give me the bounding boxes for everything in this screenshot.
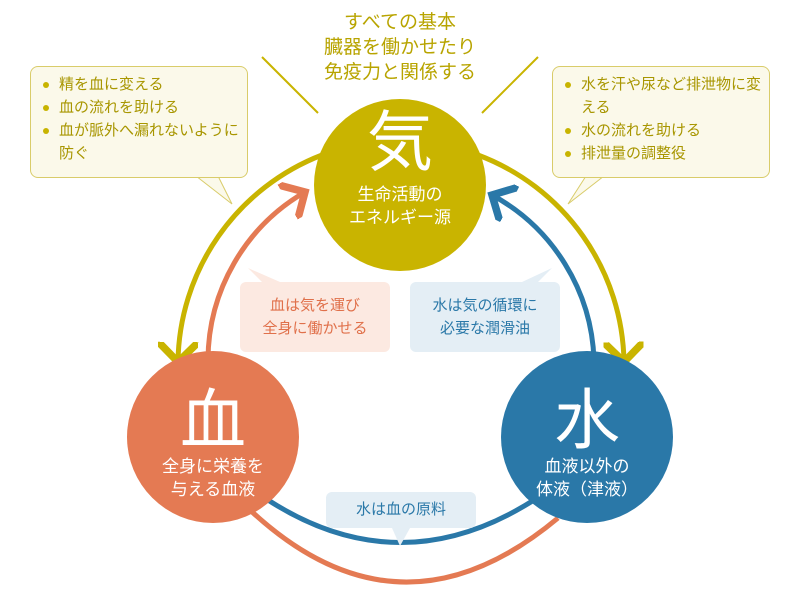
list-item: 排泄量の調整役 [565,142,761,165]
note-tail-blood [248,268,280,282]
blood-char: 血 [180,382,246,459]
callout-tail-right [567,175,605,205]
list-item: 水を汗や尿など排泄物に変える [565,73,761,119]
ray-right [481,56,539,114]
note-tail-bottom [392,528,410,546]
note-line: 水は血の原料 [355,500,446,518]
arrow-blood-to-water [248,508,560,585]
list-item: 血の流れを助ける [43,96,239,119]
left-callout: 精を血に変える 血の流れを助ける 血が脈外へ漏れないように防ぐ [30,66,248,178]
note-tail-water [522,268,552,282]
blood-desc: 全身に栄養を [162,457,264,477]
callout-tail-left [195,175,233,205]
arrow-ki-to-water [477,152,624,362]
arrow-water-to-ki [492,195,597,361]
note-line: 水は気の循環に [432,296,538,314]
note-water-to-ki: 水は気の循環に 必要な潤滑油 [410,282,560,352]
water-label: 水 血液以外の 体液（津液） [501,386,673,502]
ray-left [261,56,319,114]
note-line: 必要な潤滑油 [439,319,530,337]
note-line: 血は気を運び [269,296,360,314]
top-note-line: 臓器を働かせたり [323,36,476,58]
list-item: 水の流れを助ける [565,119,761,142]
list-item: 精を血に変える [43,73,239,96]
top-note-line: すべての基本 [344,11,456,33]
water-desc: 血液以外の [544,457,630,477]
ki-label: 気 生命活動の エネルギー源 [314,108,486,230]
list-item: 血が脈外へ漏れないように防ぐ [43,119,239,165]
water-char: 水 [554,382,620,459]
arrow-blood-to-ki [205,192,305,361]
ki-desc: 生命活動の [357,185,443,205]
top-note-line: 免疫力と関係する [323,61,476,83]
blood-circle [127,351,299,523]
blood-desc: 与える血液 [170,480,256,500]
arrow-ki-to-blood [178,152,323,362]
note-line: 全身に働かせる [262,319,368,337]
ki-circle [314,99,486,271]
note-blood-to-ki: 血は気を運び 全身に働かせる [240,282,390,352]
water-circle [501,351,673,523]
ki-char: 気 [367,104,433,181]
blood-label: 血 全身に栄養を 与える血液 [127,386,299,502]
top-note: すべての基本 臓器を働かせたり 免疫力と関係する [250,10,550,85]
right-callout: 水を汗や尿など排泄物に変える 水の流れを助ける 排泄量の調整役 [552,66,770,178]
ki-desc: エネルギー源 [349,208,451,228]
water-desc: 体液（津液） [536,480,638,500]
note-water-to-blood: 水は血の原料 [326,492,476,528]
